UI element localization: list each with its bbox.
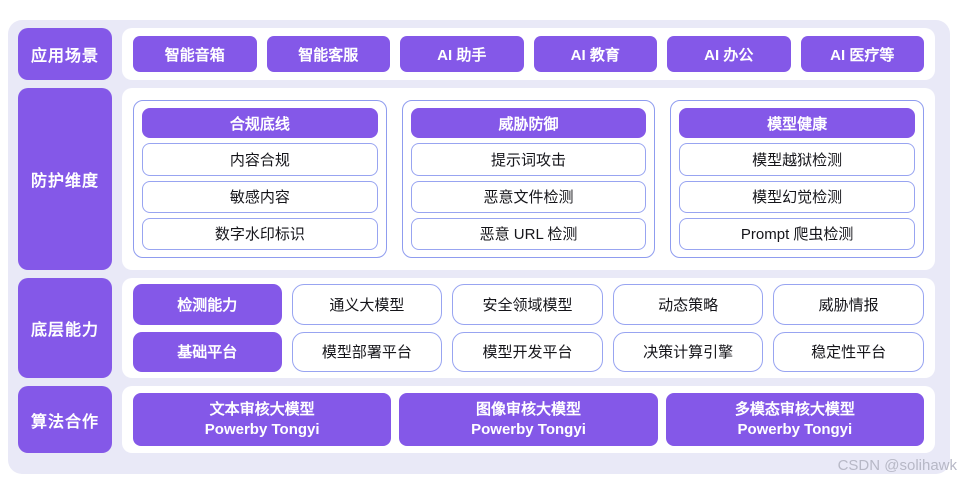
group-compliance-baseline: 合规底线 内容合规 敏感内容 数字水印标识	[133, 100, 387, 258]
diagram-canvas: 应用场景 智能音箱 智能客服 AI 助手 AI 教育 AI 办公 AI 医疗等 …	[8, 20, 950, 474]
cooperation-model-subtitle: Powerby Tongyi	[204, 420, 320, 438]
capability-node: 威胁情报	[773, 284, 924, 325]
capability-node: 通义大模型	[291, 284, 443, 325]
panel-protection-dimensions: 合规底线 内容合规 敏感内容 数字水印标识 威胁防御 提示词攻击 恶意文件检测 …	[122, 88, 935, 270]
capability-lead-node: 检测能力	[133, 284, 282, 325]
group-item: 内容合规	[142, 143, 378, 176]
group-item: 恶意 URL 检测	[410, 217, 647, 250]
row-label-base-capabilities: 底层能力	[18, 278, 112, 378]
capability-node: 模型开发平台	[452, 331, 603, 372]
csdn-watermark: CSDN @solihawk	[837, 457, 957, 474]
group-threat-defense: 威胁防御 提示词攻击 恶意文件检测 恶意 URL 检测	[401, 100, 656, 258]
capability-node: 动态策略	[612, 284, 764, 325]
capability-lead-node: 基础平台	[133, 331, 282, 372]
group-header: 合规底线	[142, 108, 378, 139]
row-label-application-scenarios: 应用场景	[18, 28, 112, 80]
capability-node: 稳定性平台	[773, 331, 924, 372]
capability-node: 模型部署平台	[291, 331, 443, 372]
scenario-node-ai-office: AI 办公	[667, 36, 791, 72]
cooperation-model-node-text: 文本审核大模型 Powerby Tongyi	[133, 393, 392, 446]
cooperation-model-node-multimodal: 多模态审核大模型 Powerby Tongyi	[665, 393, 924, 446]
scenario-node-smart-speaker: 智能音箱	[133, 36, 257, 72]
group-item: 提示词攻击	[410, 143, 647, 176]
group-item: 恶意文件检测	[410, 180, 647, 213]
capability-row-detection: 检测能力 通义大模型 安全领域模型 动态策略 威胁情报	[133, 284, 924, 325]
diagram-grid: 应用场景 智能音箱 智能客服 AI 助手 AI 教育 AI 办公 AI 医疗等 …	[8, 20, 950, 453]
capability-node: 安全领域模型	[452, 284, 603, 325]
row-label-algorithm-cooperation: 算法合作	[18, 386, 112, 453]
panel-base-capabilities: 检测能力 通义大模型 安全领域模型 动态策略 威胁情报 基础平台 模型部署平台 …	[122, 278, 935, 378]
cooperation-model-subtitle: Powerby Tongyi	[737, 420, 853, 438]
cooperation-model-node-image: 图像审核大模型 Powerby Tongyi	[399, 393, 658, 446]
panel-application-scenarios: 智能音箱 智能客服 AI 助手 AI 教育 AI 办公 AI 医疗等	[122, 28, 935, 80]
group-header: 模型健康	[679, 108, 916, 139]
group-header: 威胁防御	[410, 108, 647, 139]
group-item: 敏感内容	[142, 180, 378, 213]
capability-row-platform: 基础平台 模型部署平台 模型开发平台 决策计算引擎 稳定性平台	[133, 331, 924, 372]
panel-algorithm-cooperation: 文本审核大模型 Powerby Tongyi 图像审核大模型 Powerby T…	[122, 386, 935, 453]
group-item: 模型越狱检测	[679, 143, 916, 176]
group-item: 模型幻觉检测	[679, 180, 916, 213]
row-label-protection-dimensions: 防护维度	[18, 88, 112, 270]
group-item: Prompt 爬虫检测	[679, 217, 916, 250]
scenario-node-ai-medical: AI 医疗等	[800, 36, 924, 72]
scenario-node-smart-customer-service: 智能客服	[266, 36, 390, 72]
cooperation-model-subtitle: Powerby Tongyi	[471, 420, 586, 438]
cooperation-model-title: 多模态审核大模型	[734, 401, 855, 418]
scenario-node-ai-assistant: AI 助手	[400, 36, 524, 72]
group-item: 数字水印标识	[142, 217, 378, 250]
cooperation-model-title: 图像审核大模型	[475, 401, 581, 418]
cooperation-model-title: 文本审核大模型	[209, 401, 315, 418]
capability-node: 决策计算引擎	[612, 331, 764, 372]
scenario-node-ai-education: AI 教育	[533, 36, 657, 72]
group-model-health: 模型健康 模型越狱检测 模型幻觉检测 Prompt 爬虫检测	[670, 100, 925, 258]
